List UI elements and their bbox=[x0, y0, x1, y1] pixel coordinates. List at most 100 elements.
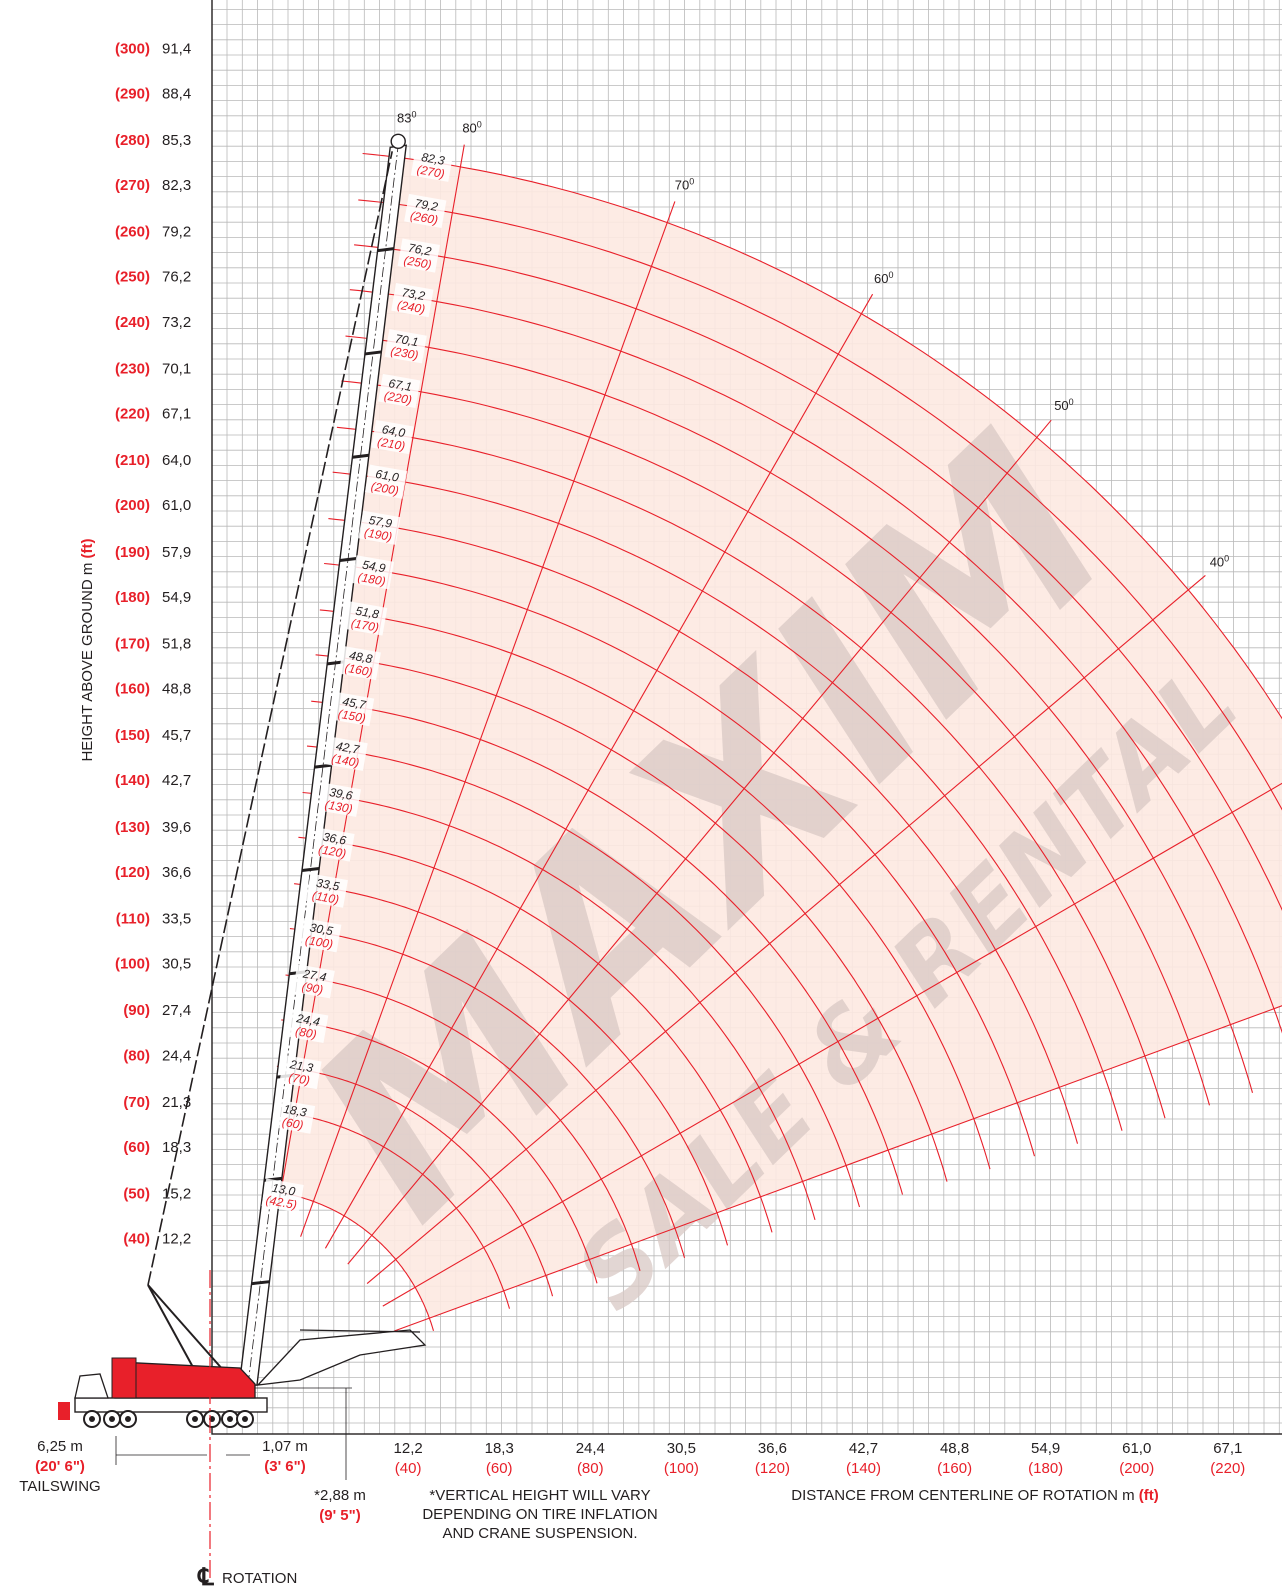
boom-angle-label: 830 bbox=[397, 109, 416, 125]
degree-symbol: 0 bbox=[889, 270, 894, 280]
boom-length-ft: (180) bbox=[357, 570, 387, 589]
wheel-hub bbox=[242, 1416, 248, 1422]
rotation-label: ROTATION bbox=[222, 1570, 297, 1587]
degree-symbol: 0 bbox=[1224, 554, 1229, 564]
boom-length-m: 48,8 bbox=[348, 648, 374, 666]
degree-symbol: 0 bbox=[477, 119, 482, 129]
y-tick-label-m: 12,2 bbox=[162, 1231, 191, 1248]
wheel-hub bbox=[89, 1416, 95, 1422]
boom-section-joint bbox=[377, 247, 394, 253]
boom-length-arc bbox=[311, 700, 904, 1195]
boom-angle-line bbox=[382, 782, 1282, 1307]
y-tick-label-ft: (110) bbox=[116, 910, 150, 927]
boom-angle-line bbox=[273, 144, 465, 1230]
boom-angle-label: 400 bbox=[1210, 554, 1229, 570]
chart-labels: (300)91,4(290)88,4(280)85,3(270)82,3(260… bbox=[19, 40, 1245, 1591]
y-tick-label-ft: (240) bbox=[115, 314, 150, 331]
y-tick-label-m: 33,5 bbox=[162, 910, 191, 927]
y-tick-label-m: 27,4 bbox=[162, 1002, 191, 1019]
boom-length-label-bg bbox=[391, 283, 434, 318]
boom-angle-line bbox=[324, 293, 874, 1249]
boom-length-arc bbox=[298, 836, 773, 1233]
boom-length-m: 61,0 bbox=[374, 467, 400, 485]
boom-length-label: 42,7(140) bbox=[325, 736, 368, 771]
boom-length-label: 24,4(80) bbox=[286, 1008, 329, 1044]
boom-length-arc bbox=[345, 335, 1254, 1093]
x-tick-label-ft: (40) bbox=[395, 1460, 422, 1477]
boom-length-label: 79,2(260) bbox=[404, 193, 447, 229]
y-tick-label-ft: (280) bbox=[115, 132, 150, 149]
boom-length-label: 30,5(100) bbox=[299, 918, 342, 953]
boom-length-label: 54,9(180) bbox=[351, 555, 395, 590]
y-tick-label-ft: (140) bbox=[115, 772, 150, 789]
x-tick-label-m: 48,8 bbox=[940, 1440, 969, 1457]
boom-section-joint bbox=[301, 866, 320, 872]
boom-section-joint bbox=[352, 453, 370, 459]
pivot-height-m: *2,88 m bbox=[314, 1487, 366, 1504]
boom-length-arc bbox=[294, 883, 729, 1246]
boom-length-label-bg bbox=[397, 238, 440, 273]
boom-length-arc bbox=[332, 471, 1123, 1131]
pivot-height-ft: (9' 5") bbox=[319, 1507, 361, 1524]
boom-angle-line bbox=[366, 574, 1206, 1285]
boom-length-m: 27,4 bbox=[301, 966, 328, 984]
boom-length-label: 13,0(42.5) bbox=[261, 1178, 304, 1213]
boom-angle-label: 600 bbox=[874, 270, 893, 286]
boom-length-ft: (60) bbox=[281, 1115, 304, 1132]
y-tick-label-m: 70,1 bbox=[162, 360, 191, 377]
boom-length-arc bbox=[289, 928, 686, 1259]
boom-length-ft: (90) bbox=[301, 979, 324, 996]
boom-length-label-bg bbox=[358, 510, 401, 545]
x-axis-title-main: DISTANCE FROM CENTERLINE OF ROTATION m bbox=[791, 1487, 1139, 1504]
boom-section-joint bbox=[251, 1280, 270, 1286]
boom-length-m: 24,4 bbox=[295, 1011, 322, 1029]
y-tick-label-ft: (270) bbox=[115, 177, 150, 194]
boom-length-label-bg bbox=[279, 1054, 322, 1090]
boom-length-ft: (80) bbox=[294, 1024, 317, 1041]
boom-length-m: 42,7 bbox=[335, 739, 362, 757]
centerline-symbol: ℄ bbox=[197, 1564, 214, 1591]
y-tick-label-ft: (50) bbox=[123, 1186, 150, 1203]
x-tick-label-m: 67,1 bbox=[1213, 1440, 1242, 1457]
boom-length-label-bg bbox=[410, 147, 454, 182]
boom-length-label: 51,8(170) bbox=[345, 601, 388, 636]
boom-length-ft: (200) bbox=[370, 479, 400, 498]
y-tick-label-m: 36,6 bbox=[162, 864, 191, 881]
stowed-jib-chord bbox=[299, 1329, 421, 1333]
y-tick-label-m: 48,8 bbox=[162, 681, 191, 698]
pivot-offset-m: 1,07 m bbox=[262, 1438, 308, 1455]
y-tick-label-ft: (120) bbox=[115, 864, 150, 881]
y-tick-label-m: 76,2 bbox=[162, 269, 191, 286]
x-tick-label-ft: (180) bbox=[1028, 1460, 1063, 1477]
y-tick-label-m: 15,2 bbox=[162, 1186, 191, 1203]
boom-length-m: 57,9 bbox=[368, 513, 394, 531]
note-line: AND CRANE SUSPENSION. bbox=[442, 1525, 637, 1542]
note-line: DEPENDING ON TIRE INFLATION bbox=[422, 1506, 657, 1523]
boom-length-arc bbox=[324, 562, 1036, 1157]
boom-length-arc bbox=[276, 1065, 554, 1297]
x-tick-label-ft: (220) bbox=[1210, 1460, 1245, 1477]
tailswing-m: 6,25 m bbox=[37, 1438, 83, 1455]
boom-length-label: 18,3(60) bbox=[272, 1099, 316, 1134]
wheel-hub bbox=[125, 1416, 131, 1422]
y-tick-label-m: 39,6 bbox=[162, 819, 191, 836]
boom-length-label: 33,5(110) bbox=[305, 873, 348, 908]
y-tick-label-ft: (150) bbox=[115, 727, 150, 744]
boom-length-label: 21,3(70) bbox=[279, 1054, 322, 1090]
x-tick-label-ft: (120) bbox=[755, 1460, 790, 1477]
y-tick-label-ft: (260) bbox=[115, 224, 150, 241]
boom-length-ft: (270) bbox=[416, 162, 446, 181]
boom-length-label-bg bbox=[292, 964, 335, 999]
boom-length-label-bg bbox=[312, 827, 355, 862]
x-axis-title-unit: (ft) bbox=[1139, 1487, 1159, 1504]
boom-length-label-bg bbox=[286, 1008, 329, 1044]
boom-length-label-bg bbox=[351, 555, 395, 590]
y-tick-label-m: 30,5 bbox=[162, 956, 191, 973]
boom-length-m: 79,2 bbox=[414, 196, 440, 214]
x-tick-label-m: 36,6 bbox=[758, 1440, 787, 1457]
boom-length-arc bbox=[272, 1110, 511, 1309]
boom-length-label-bg bbox=[364, 464, 408, 499]
y-tick-label-ft: (200) bbox=[115, 497, 150, 514]
boom-length-ft: (42.5) bbox=[265, 1193, 298, 1212]
